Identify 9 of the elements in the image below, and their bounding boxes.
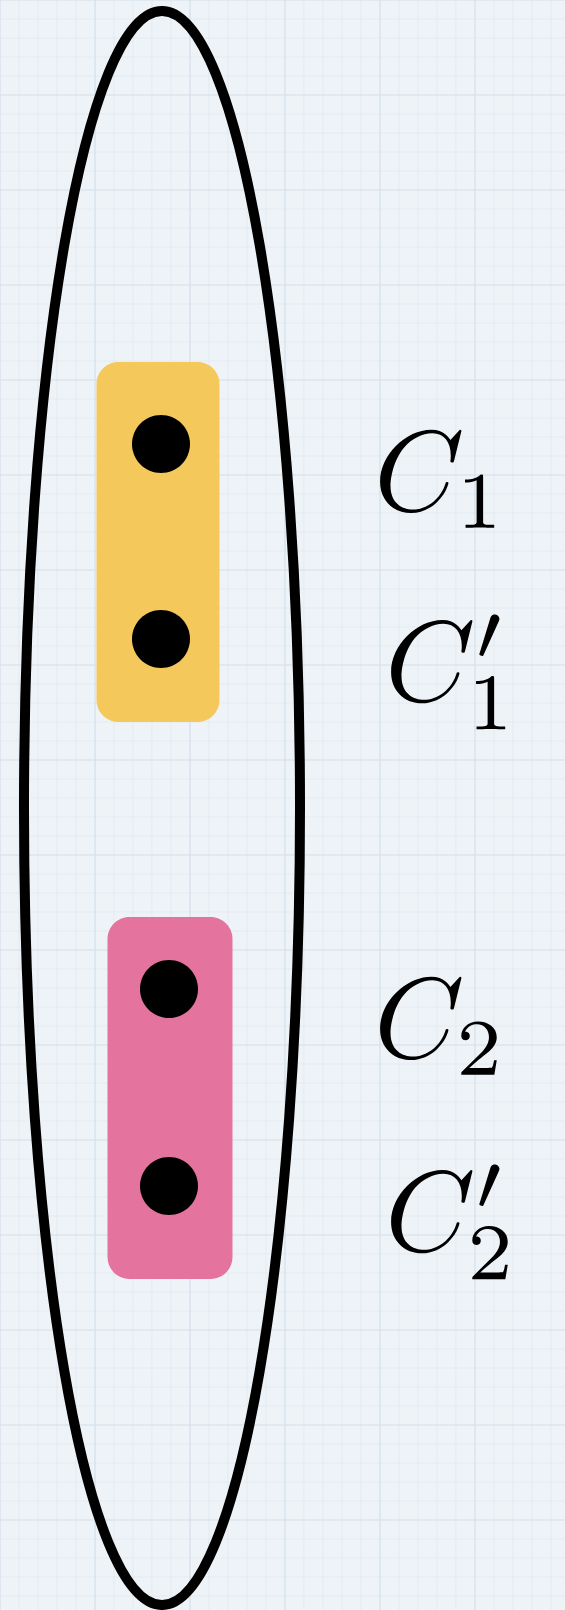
set-label: $C_2'$ — [391, 1164, 508, 1280]
set-label: $C_2$ — [380, 976, 497, 1075]
set-label: $C_1'$ — [391, 614, 506, 730]
dot — [132, 610, 190, 668]
set-label: $C_1$ — [380, 429, 495, 528]
ellipse — [19, 6, 305, 1610]
dot — [132, 415, 190, 473]
dot — [140, 960, 198, 1018]
dot — [140, 1157, 198, 1215]
